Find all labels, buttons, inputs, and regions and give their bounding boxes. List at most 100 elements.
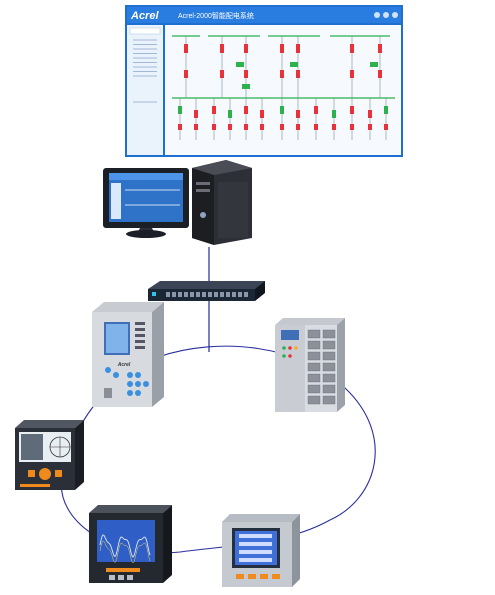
feeder-breaker — [314, 106, 318, 114]
digit-row — [239, 558, 272, 562]
feeder-switch — [194, 124, 198, 130]
switch-port — [214, 292, 218, 297]
feeder-switch — [296, 124, 300, 130]
cabinet-slot — [322, 362, 336, 372]
feeder-breaker — [332, 110, 336, 118]
close-icon[interactable] — [392, 12, 398, 18]
incomer-switch — [296, 70, 300, 78]
screen-system-title: Acrel-2000智能配电系统 — [178, 11, 254, 20]
incomer-switch — [244, 70, 248, 78]
cabinet-slot — [322, 395, 336, 405]
switchgear-cabinet-icon — [275, 318, 345, 412]
incomer-breaker — [280, 44, 284, 53]
monitor-icon — [103, 168, 189, 238]
cabinet-slot — [322, 384, 336, 394]
incomer-breaker — [378, 44, 382, 53]
feeder-breaker — [212, 106, 216, 114]
cabinet-slot — [322, 340, 336, 350]
cabinet-slot — [322, 351, 336, 361]
switch-port — [238, 292, 242, 297]
incomer-switch — [220, 70, 224, 78]
single-line-diagram — [172, 35, 395, 140]
cabinet-indicators — [282, 346, 298, 358]
feeder-breaker — [296, 110, 300, 118]
feeder-switch — [228, 124, 232, 130]
relay-keypad — [105, 367, 149, 396]
incomer-switch — [184, 70, 188, 78]
waveform-line — [99, 534, 151, 558]
screen-header — [127, 7, 401, 23]
meter-left-dial[interactable] — [39, 468, 51, 480]
incomer-breaker — [350, 44, 354, 53]
feeder-breaker — [260, 110, 264, 118]
cabinet-slot — [307, 340, 321, 350]
feeder-switch — [260, 124, 264, 130]
transformer-block — [290, 62, 298, 67]
switch-port — [178, 292, 182, 297]
switch-port — [172, 292, 176, 297]
switch-port — [196, 292, 200, 297]
cabinet-slot — [322, 373, 336, 383]
window-controls — [374, 12, 398, 18]
waveform-line — [99, 540, 151, 564]
feeder-switch — [280, 124, 284, 130]
incomer-switch — [350, 70, 354, 78]
switch-status-led — [152, 292, 156, 296]
feeder-breaker — [178, 106, 182, 114]
cabinet-slot — [307, 395, 321, 405]
cabinet-slots — [307, 329, 336, 405]
transformer-block — [236, 62, 244, 67]
harmonic-waveform — [99, 534, 151, 564]
meter-digit-rows — [239, 534, 272, 562]
feeder-switch — [212, 124, 216, 130]
switch-ports — [166, 292, 248, 297]
menu-header-button — [129, 27, 161, 35]
feeder-breaker — [194, 110, 198, 118]
cabinet-slot — [307, 329, 321, 339]
switch-port — [226, 292, 230, 297]
switch-port — [232, 292, 236, 297]
power-quality-meter-icon — [15, 420, 84, 490]
network-switch-icon — [148, 281, 265, 301]
transformer-block — [370, 62, 378, 67]
feeder-breaker — [280, 106, 284, 114]
relay-port — [104, 388, 112, 398]
feeder-switch — [178, 124, 182, 130]
cabinet-slot — [307, 384, 321, 394]
feeder-switch — [384, 124, 388, 130]
cabinet-slot — [322, 329, 336, 339]
incomer-switch — [280, 70, 284, 78]
feeder-switch — [244, 124, 248, 130]
cabinet-slot — [307, 373, 321, 383]
cabinet-slot — [307, 351, 321, 361]
feeder-breaker — [244, 106, 248, 114]
incomer-breaker — [184, 44, 188, 53]
relay-brand: Acrel — [117, 362, 131, 368]
switch-port — [190, 292, 194, 297]
switch-port — [202, 292, 206, 297]
incomer-breaker — [244, 44, 248, 53]
monitor-screen — [109, 173, 183, 222]
incomer-breaker — [296, 44, 300, 53]
switch-port — [220, 292, 224, 297]
server-tower-icon — [192, 160, 252, 245]
protection-relay-icon: Acrel — [92, 302, 164, 407]
switch-port — [166, 292, 170, 297]
switch-port — [184, 292, 188, 297]
feeder-switch — [368, 124, 372, 130]
minimize-icon[interactable] — [374, 12, 380, 18]
harmonic-analyzer-icon — [89, 505, 172, 583]
help-icon[interactable] — [383, 12, 389, 18]
cabinet-slot — [307, 362, 321, 372]
screen-brand: Acrel — [130, 10, 159, 22]
incomer-breaker — [220, 44, 224, 53]
feeder-switch — [350, 124, 354, 130]
switch-port — [208, 292, 212, 297]
side-menu-items — [129, 27, 161, 103]
incomer-switch — [378, 70, 382, 78]
digit-row — [239, 542, 272, 546]
transformer-block — [242, 84, 250, 89]
feeder-switch — [314, 124, 318, 130]
feeder-breaker — [384, 106, 388, 114]
feeder-breaker — [368, 110, 372, 118]
